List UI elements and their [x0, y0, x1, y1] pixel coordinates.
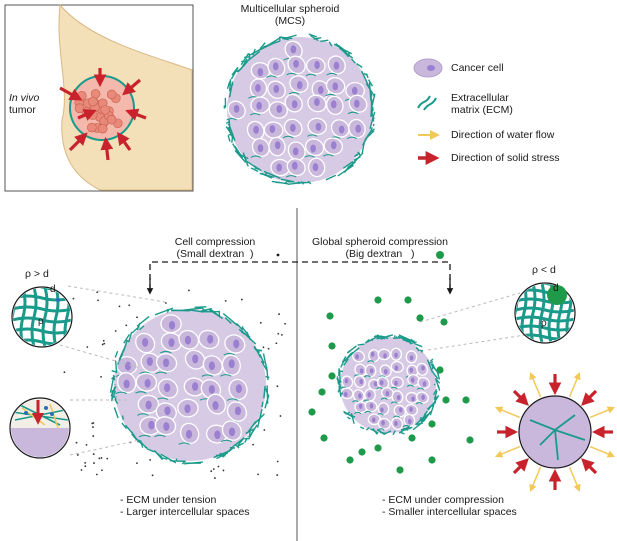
small-dextran-icon — [276, 253, 280, 257]
right-bullets: - ECM under compression - Smaller interc… — [382, 494, 517, 518]
spheroid-cell-compression — [109, 306, 270, 465]
compressed-cell-diagram — [494, 371, 616, 493]
left-inset-rho: ρ — [38, 316, 44, 327]
spheroid-title: Multicellular spheroid (MCS) — [240, 3, 340, 27]
right-inset-rho: ρ — [541, 318, 547, 329]
spheroid-mcs — [223, 33, 376, 186]
right-inset-d: d — [553, 283, 559, 294]
big-dextran-icon — [436, 251, 444, 259]
legend-cancer-cell: Cancer cell — [451, 62, 504, 74]
right-panel-global-compression — [308, 282, 616, 493]
dashed-bracket — [149, 261, 451, 290]
spheroid-global-compression — [336, 334, 441, 436]
legend-solid-stress: Direction of solid stress — [451, 152, 560, 164]
left-inset-relation: ρ > d — [25, 268, 49, 280]
in-vivo-tumor-panel — [4, 3, 194, 192]
left-bullets: - ECM under tension - Larger intercellul… — [120, 494, 250, 518]
left-panel-cell-compression — [9, 285, 286, 479]
ecm-fiber-icon — [417, 95, 437, 111]
legend-water-flow: Direction of water flow — [451, 129, 555, 141]
left-inset-d: d — [50, 284, 56, 295]
legend — [413, 58, 443, 165]
right-heading: Global spheroid compression (Big dextran… — [312, 236, 448, 260]
left-heading: Cell compression (Small dextran ) — [174, 236, 256, 260]
right-inset-relation: ρ < d — [532, 264, 556, 276]
legend-ecm: Extracellular matrix (ECM) — [451, 92, 513, 116]
in-vivo-label: In vivo tumor — [9, 92, 40, 116]
